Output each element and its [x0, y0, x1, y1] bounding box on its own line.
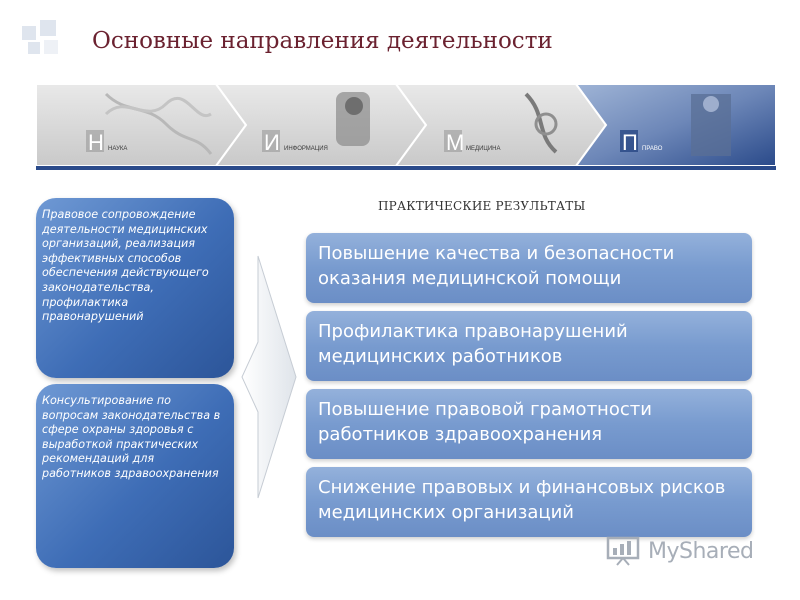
results-heading: ПРАКТИЧЕСКИЕ РЕЗУЛЬТАТЫ	[378, 199, 586, 213]
activity-box-consulting: Консультирование по вопросам законодател…	[36, 384, 234, 568]
chevron-letter: И	[264, 130, 280, 155]
chevron-informatsiya: И ИНФОРМАЦИЯ	[214, 84, 428, 167]
activity-box-text: Консультирование по вопросам законодател…	[42, 394, 221, 480]
watermark-text: MyShared	[648, 538, 754, 564]
result-item-text: Повышение качества и безопасности оказан…	[318, 243, 675, 289]
chevron-letter: М	[446, 130, 464, 155]
logo-squares	[22, 20, 70, 60]
chevron-nauka: Н НАУКА	[36, 84, 248, 167]
result-item: Повышение качества и безопасности оказан…	[306, 233, 752, 303]
result-item-text: Повышение правовой грамотности работнико…	[318, 399, 652, 445]
chevron-meditsina: М МЕДИЦИНА	[394, 84, 608, 167]
chevron-word: ИНФОРМАЦИЯ	[284, 146, 328, 152]
chevron-letter: Н	[88, 130, 104, 155]
chevron-letter: П	[622, 130, 638, 155]
category-banner: Н НАУКА И ИНФОРМАЦИЯ М МЕДИЦИНА П ПРАВО	[36, 84, 776, 170]
result-item: Профилактика правонарушений медицинских …	[306, 311, 752, 381]
page-title: Основные направления деятельности	[92, 28, 553, 54]
watermark: MyShared	[606, 536, 754, 566]
chevron-pravo: П ПРАВО	[574, 84, 776, 167]
activity-box-text: Правовое сопровождение деятельности меди…	[42, 208, 209, 324]
result-item-text: Снижение правовых и финансовых рисков ме…	[318, 477, 726, 523]
chevron-word: ПРАВО	[642, 146, 663, 152]
result-item: Повышение правовой грамотности работнико…	[306, 389, 752, 459]
activity-box-legal-support: Правовое сопровождение деятельности меди…	[36, 198, 234, 378]
presentation-icon	[606, 536, 640, 566]
chevron-word: МЕДИЦИНА	[466, 146, 500, 152]
right-arrow-icon	[241, 255, 297, 499]
result-item-text: Профилактика правонарушений медицинских …	[318, 321, 628, 367]
chevron-word: НАУКА	[108, 146, 127, 152]
result-item: Снижение правовых и финансовых рисков ме…	[306, 467, 752, 537]
